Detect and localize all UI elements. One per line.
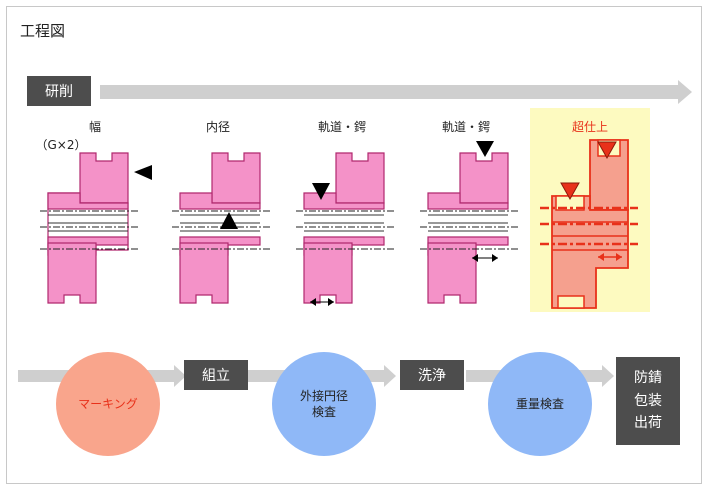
page-title: 工程図 (20, 22, 66, 40)
weight-inspection-label: 重量検査 (515, 396, 564, 411)
raceway-width-marker-1 (310, 298, 334, 306)
step-label-super-finish: 超仕上 (571, 120, 608, 134)
marking-label: マーキング (78, 396, 138, 411)
step-label-width-sub: （G×2） (35, 138, 87, 152)
inner-diameter-grind-marker (220, 212, 238, 229)
marking-circle: マーキング (56, 352, 160, 456)
final-label: 防錆 包装 出荷 (634, 370, 662, 432)
super-finish-marker-2 (560, 182, 580, 201)
assembly-box: 組立 (184, 360, 248, 390)
washing-box: 洗浄 (400, 360, 464, 390)
part-inner-diameter (172, 152, 270, 304)
part-raceway-rib-2 (420, 152, 518, 304)
grinding-box: 研削 (27, 76, 91, 106)
raceway-grind-marker-2 (476, 141, 494, 157)
washing-label: 洗浄 (418, 368, 446, 384)
super-finish-marker-1 (597, 141, 617, 160)
grinding-arrow-shaft (100, 85, 680, 99)
raceway-grind-marker-1 (312, 183, 330, 200)
grinding-label: 研削 (45, 84, 73, 100)
od-inspection-circle: 外接円径 検査 (272, 352, 376, 456)
weight-inspection-circle: 重量検査 (488, 352, 592, 456)
width-grind-marker (134, 165, 152, 180)
step-label-raceway-rib-1: 軌道・鍔 (317, 120, 366, 134)
step-label-width: 幅 (88, 120, 101, 134)
part-super-finish (540, 139, 638, 309)
od-inspection-label: 外接円径 検査 (299, 388, 348, 419)
step-label-raceway-rib-2: 軌道・鍔 (441, 120, 490, 134)
raceway-width-marker-2 (472, 254, 498, 262)
assembly-label: 組立 (202, 368, 230, 384)
grinding-arrow-head (678, 80, 692, 104)
part-width (40, 152, 138, 304)
final-box: 防錆 包装 出荷 (616, 357, 680, 445)
super-finish-width-marker (598, 253, 622, 261)
step-label-inner-diameter: 内径 (205, 120, 230, 134)
part-raceway-rib-1 (296, 152, 394, 304)
